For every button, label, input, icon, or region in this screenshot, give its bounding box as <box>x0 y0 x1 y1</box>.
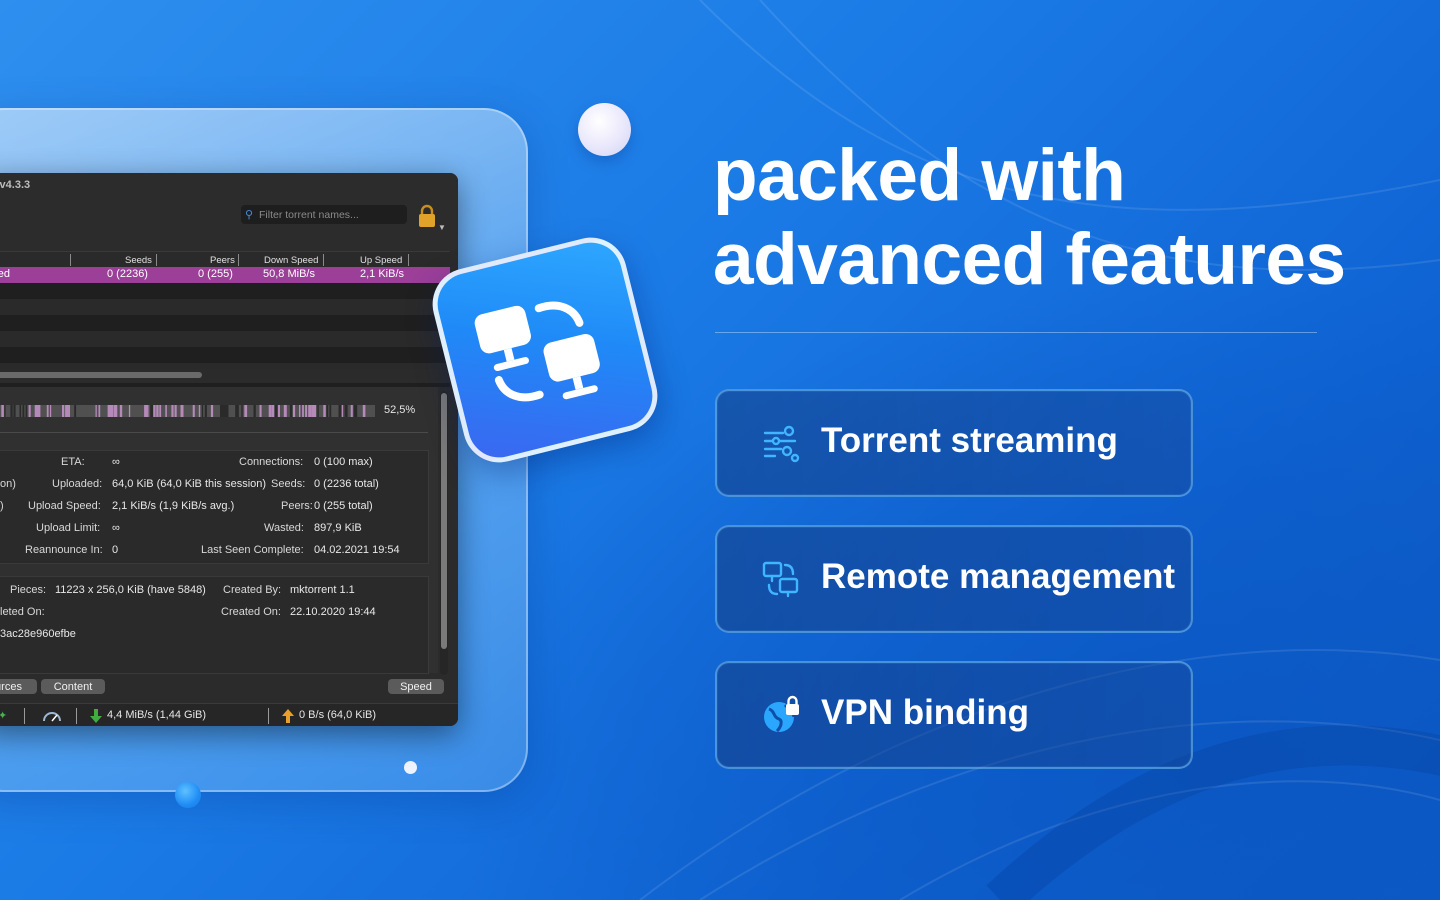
torrent-app-window: ent v4.3.3 ⚲ Filter torrent names... ▼ a… <box>0 173 458 726</box>
progress-percent: 52,5% <box>384 404 416 416</box>
created-by-label: Created By: <box>223 584 282 596</box>
decorative-dot <box>404 761 417 774</box>
upload-speed: 0 B/s (64,0 KiB) <box>299 709 377 721</box>
feature-label: Torrent streaming <box>821 421 1118 460</box>
plugin-icon: ✦ <box>0 710 8 722</box>
feature-label: Remote management <box>821 557 1175 596</box>
table-row[interactable] <box>0 331 450 347</box>
feature-vpn-binding: VPN binding <box>715 661 1193 769</box>
speedometer-icon[interactable] <box>42 710 62 722</box>
upload-limit-value: ∞ <box>112 522 120 534</box>
vertical-scrollbar[interactable] <box>440 391 448 675</box>
headline-line-2: advanced features <box>713 219 1346 300</box>
upload-limit-label: Upload Limit: <box>36 522 101 534</box>
row-prefix: ) <box>0 500 4 512</box>
cell-seeds: 0 (2236) <box>107 268 148 280</box>
tab-content[interactable]: Content <box>41 679 105 694</box>
cell-down-speed: 50,8 MiB/s <box>263 268 315 280</box>
connections-value: 0 (100 max) <box>314 456 373 468</box>
details-tabs: urces Content Speed <box>0 679 450 699</box>
feature-torrent-streaming: Torrent streaming <box>715 389 1193 497</box>
download-speed: 4,4 MiB/s (1,44 GiB) <box>107 709 207 721</box>
headline: packed with advanced features <box>713 134 1346 302</box>
pieces-progress-bar <box>0 405 375 417</box>
column-down-speed[interactable]: Down Speed <box>264 255 319 266</box>
reannounce-value: 0 <box>112 544 119 556</box>
upload-speed-label: Upload Speed: <box>28 500 101 512</box>
decorative-sphere <box>578 103 631 156</box>
seeds-value: 0 (2236 total) <box>314 478 379 490</box>
created-by-value: mktorrent 1.1 <box>290 584 355 596</box>
pieces-value: 11223 x 256,0 KiB (have 5848) <box>55 584 206 596</box>
pieces-label: Pieces: <box>10 584 47 596</box>
table-row[interactable] <box>0 283 450 299</box>
peers-label: Peers: <box>281 500 313 512</box>
window-title: ent v4.3.3 <box>0 179 31 191</box>
general-info-box <box>0 576 429 674</box>
uploaded-value: 64,0 KiB (64,0 KiB this session) <box>112 478 267 490</box>
created-on-value: 22.10.2020 19:44 <box>290 606 376 618</box>
eta-value: ∞ <box>112 456 120 468</box>
upload-arrow-icon <box>282 709 294 723</box>
remote-network-icon <box>762 561 799 598</box>
tab-speed[interactable]: Speed <box>388 679 444 694</box>
last-seen-label: Last Seen Complete: <box>201 544 304 556</box>
network-sync-icon <box>474 301 600 402</box>
feature-remote-management: Remote management <box>715 525 1193 633</box>
wasted-value: 897,9 KiB <box>314 522 362 534</box>
tab-sources[interactable]: urces <box>0 679 37 694</box>
pane-splitter[interactable] <box>0 383 450 387</box>
filter-input[interactable]: ⚲ Filter torrent names... <box>241 205 407 224</box>
horizontal-scrollbar[interactable] <box>0 369 450 381</box>
uploaded-prefix: on) <box>0 478 16 490</box>
wasted-label: Wasted: <box>264 522 304 534</box>
cell-up-speed: 2,1 KiB/s <box>360 268 405 280</box>
table-row <box>0 363 450 369</box>
completed-on-label: leted On: <box>0 606 45 618</box>
column-peers[interactable]: Peers <box>210 255 235 266</box>
uploaded-label: Uploaded: <box>52 478 103 490</box>
created-on-label: Created On: <box>221 606 281 618</box>
globe-lock-icon <box>764 695 799 733</box>
column-seeds[interactable]: Seeds <box>125 255 152 266</box>
column-up-speed[interactable]: Up Speed <box>360 255 403 266</box>
table-row[interactable] <box>0 299 450 315</box>
reannounce-label: Reannounce In: <box>25 544 103 556</box>
seeds-label: Seeds: <box>271 478 306 490</box>
chevron-down-icon[interactable]: ▼ <box>438 223 446 232</box>
window-toolbar: ent v4.3.3 ⚲ Filter torrent names... ▼ <box>0 173 458 251</box>
connections-label: Connections: <box>239 456 304 468</box>
status-bar: ✦ 4,4 MiB/s (1,44 GiB) 0 B/s (64,0 KiB) <box>0 703 458 726</box>
filter-placeholder: Filter torrent names... <box>259 208 359 221</box>
headline-line-1: packed with <box>713 135 1126 216</box>
lock-icon[interactable] <box>417 204 437 228</box>
cell-peers: 0 (255) <box>198 268 233 280</box>
table-row[interactable] <box>0 347 450 363</box>
table-row[interactable] <box>0 315 450 331</box>
remote-management-app-icon <box>424 229 666 471</box>
last-seen-value: 04.02.2021 19:54 <box>314 544 400 556</box>
info-hash-value: 3ac28e960efbe <box>0 628 76 640</box>
feature-label: VPN binding <box>821 693 1030 732</box>
eta-label: ETA: <box>61 456 85 468</box>
search-icon: ⚲ <box>245 209 254 221</box>
peers-value: 0 (255 total) <box>314 500 373 512</box>
torrent-table-header: atus Seeds Peers Down Speed Up Speed <box>0 251 450 268</box>
decorative-blue-dot <box>175 782 201 808</box>
upload-speed-value: 2,1 KiB/s (1,9 KiB/s avg.) <box>112 500 235 512</box>
streaming-icon <box>763 425 800 463</box>
cell-status: aused <box>0 268 10 280</box>
table-row-selected[interactable]: aused 0 (2236) 0 (255) 50,8 MiB/s 2,1 Ki… <box>0 267 450 283</box>
download-arrow-icon <box>90 709 102 723</box>
transfer-info-box <box>0 450 429 564</box>
divider <box>715 332 1317 333</box>
